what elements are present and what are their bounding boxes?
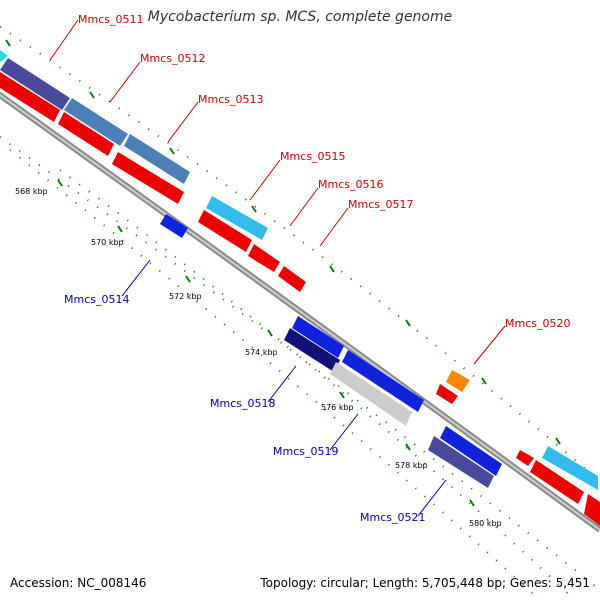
tick-label: 576 kbp [321,403,354,412]
gene-feature [292,316,344,358]
leader-line [417,479,447,517]
gene-label[interactable]: Mmcs_0519 [273,445,338,458]
gene-feature [584,494,600,526]
gene-feature [206,196,268,240]
map-title: Mycobacterium sp. MCS, complete genome [147,9,453,25]
tick-mark [117,225,123,233]
grid-arc [0,135,600,591]
tick-mark [339,391,345,399]
tick-mark [481,377,487,385]
gene-label[interactable]: Mmcs_0515 [280,150,345,163]
gene-feature [436,384,458,404]
grid-arc [59,169,576,600]
tick-mark [5,39,11,47]
gene-feature [160,214,188,238]
gene-label[interactable]: Mmcs_0517 [348,198,413,211]
tick-label: 572 kbp [169,292,202,301]
grid-dots [0,25,600,600]
gene-feature [0,72,60,122]
tick-mark [555,437,561,445]
gene-label[interactable]: Mmcs_0514 [64,293,129,306]
gene-feature [0,58,70,110]
tick-mark [329,265,335,273]
gene-label[interactable]: Mmcs_0518 [210,397,275,410]
tick-label: 568 kbp [15,187,48,196]
tick-mark [185,275,191,283]
gene-label[interactable]: Mmcs_0511 [78,13,143,26]
gene-feature [58,112,114,156]
gene-feature [440,426,502,476]
gene-feature [278,266,306,292]
genome-backbone-highlight [0,93,600,531]
gene-feature [516,450,534,466]
tick-mark [251,205,257,213]
gene-labels: Mmcs_0511 Mmcs_0512 Mmcs_0513 Mmcs_0514 … [64,13,570,524]
gene-feature [0,50,8,62]
gene-feature [198,210,252,252]
leader-line [267,365,297,403]
topology-text: Topology: circular; Length: 5,705,448 bp… [260,576,590,590]
gene-feature [284,328,340,372]
tick-marks [5,39,561,507]
tick-label: 580 kbp [469,519,502,528]
gene-feature [64,98,128,146]
tick-labels: 568 kbp 570 kbp 572 kbp 574 kbp 576 kbp … [15,187,502,528]
leader-lines [49,19,506,517]
leader-line [329,413,359,451]
gene-label[interactable]: Mmcs_0520 [505,317,570,330]
gene-feature [446,370,470,392]
gene-label[interactable]: Mmcs_0516 [318,178,383,191]
tick-label: 578 kbp [395,461,428,470]
tick-mark [405,443,411,451]
tick-mark [267,329,273,337]
grid-arc [0,25,600,483]
tick-mark [469,499,475,507]
leader-line [109,61,141,103]
forward-strand-inner [0,72,600,526]
gene-feature [248,244,280,272]
leader-line [319,207,349,247]
leader-line [249,159,281,201]
gene-feature [530,460,584,504]
forward-strand-outer [0,50,598,490]
leader-line [49,19,79,61]
gene-feature [124,134,190,184]
leader-line [167,101,199,143]
accession-text: Accession: NC_008146 [10,576,147,590]
gene-feature [428,436,494,488]
leader-line [121,259,151,297]
reverse-strand [160,214,502,488]
tick-mark [57,179,63,187]
gene-feature [330,362,412,426]
leader-line [289,187,319,227]
gene-label[interactable]: Mmcs_0512 [140,52,205,65]
tick-mark [89,91,95,99]
gene-feature [342,350,424,412]
gene-label[interactable]: Mmcs_0521 [360,511,425,524]
gene-feature [542,446,598,490]
tick-mark [169,147,175,155]
leader-line [473,325,506,365]
tick-label: 574 kbp [245,348,278,357]
gene-feature [112,152,184,204]
gene-label[interactable]: Mmcs_0513 [198,93,263,106]
tick-label: 570 kbp [91,238,124,247]
tick-mark [405,319,411,327]
